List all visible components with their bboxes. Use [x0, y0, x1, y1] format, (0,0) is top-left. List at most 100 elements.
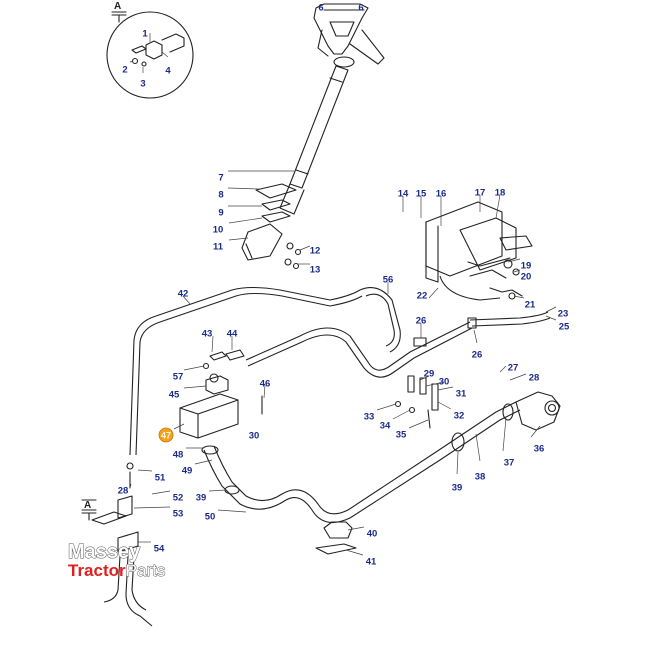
callout-33: 33 [364, 412, 375, 423]
callout-label: 29 [424, 369, 435, 380]
callout-28: 28 [529, 373, 540, 384]
callout-2: 2 [122, 65, 127, 76]
callout-label: 28 [118, 486, 129, 497]
callout-16: 16 [436, 189, 447, 200]
callout-26: 26 [416, 316, 427, 327]
callout-49: 49 [182, 466, 193, 477]
callout-51: 51 [155, 473, 166, 484]
callout-label: 28 [529, 373, 540, 384]
callout-label: 13 [310, 265, 321, 276]
callout-20: 20 [521, 272, 532, 283]
callout-46: 46 [260, 379, 271, 390]
callout-label: 8 [218, 190, 223, 201]
callout-label: 22 [417, 291, 428, 302]
callout-label: 50 [205, 512, 216, 523]
callout-27: 27 [508, 363, 519, 374]
callout-22: 22 [417, 291, 428, 302]
callout-label: 17 [475, 188, 486, 199]
callout-label: 1 [142, 29, 148, 40]
column-base-parts [241, 183, 302, 270]
callout-17: 17 [475, 188, 486, 199]
steering-column [279, 65, 349, 215]
callout-34: 34 [380, 421, 391, 432]
callout-30: 30 [249, 431, 260, 442]
logo-line-2: TractorParts [68, 561, 165, 580]
callout-label: 3 [140, 79, 145, 90]
callout-12: 12 [310, 246, 321, 257]
callout-label: 12 [310, 246, 321, 257]
callout-badge [158, 427, 174, 443]
callout-32: 32 [454, 411, 465, 422]
callout-14: 14 [398, 189, 409, 200]
callout-label: 16 [436, 189, 447, 200]
callout-label: 40 [367, 529, 378, 540]
callout-15: 15 [416, 189, 427, 200]
steering-wheel [313, 3, 385, 68]
column-leaders [227, 170, 311, 265]
lower-left-leaders [129, 469, 171, 543]
suction-hose [201, 401, 521, 524]
callout-41: 41 [366, 557, 377, 568]
callout-label: 36 [534, 444, 545, 455]
callout-48: 48 [173, 450, 184, 461]
callout-label: 20 [521, 272, 532, 283]
callout-label: 44 [227, 329, 238, 340]
callout-label: 43 [202, 329, 213, 340]
callout-37: 37 [504, 458, 515, 469]
lower-left-bracket [81, 462, 153, 627]
callout-11: 11 [213, 242, 224, 253]
pipe-leaders [182, 282, 478, 344]
callout-label: 54 [154, 544, 165, 555]
hydraulic-pump [179, 349, 263, 439]
callout-label: 23 [558, 309, 569, 320]
callout-label: 21 [525, 300, 536, 311]
callout-label: 7 [218, 173, 223, 184]
detail-a-inset [106, 11, 194, 99]
callout-label: 30 [249, 431, 260, 442]
callout-label: 56 [383, 275, 394, 286]
callout-44: 44 [227, 329, 238, 340]
logo-word-tractor: Tractor [68, 561, 126, 580]
callout-label: 6 [318, 3, 323, 14]
callout-45: 45 [169, 390, 180, 401]
callout-label: 39 [452, 483, 463, 494]
callout-label: 38 [475, 472, 486, 483]
section-marker-label-bottom: A [84, 500, 91, 511]
callout-label: 11 [213, 242, 224, 253]
callout-label: 47 [161, 431, 171, 441]
callout-13: 13 [310, 265, 321, 276]
callout-36: 36 [534, 444, 545, 455]
callout-28: 28 [118, 486, 129, 497]
callout-label: 9 [218, 208, 223, 219]
callout-label: 14 [398, 189, 409, 200]
callout-54: 54 [154, 544, 165, 555]
callout-57: 57 [173, 372, 184, 383]
callout-label: 52 [173, 493, 184, 504]
callout-label: 45 [169, 390, 180, 401]
brackets-29-35 [394, 375, 439, 429]
callout-39: 39 [452, 483, 463, 494]
callout-label: 25 [559, 322, 570, 333]
lower-leaders [173, 365, 541, 556]
callout-40: 40 [367, 529, 378, 540]
callout-label: 53 [173, 509, 184, 520]
callout-label: 10 [213, 225, 224, 236]
callout-label: 6 [358, 3, 363, 14]
callout-label: 19 [521, 261, 532, 272]
callout-10: 10 [213, 225, 224, 236]
logo-line-1: Massey [68, 541, 141, 563]
callout-label: 42 [178, 289, 189, 300]
callout-label: 49 [182, 466, 193, 477]
callout-9: 9 [218, 208, 223, 219]
callout-39: 39 [196, 493, 207, 504]
callout-label: 46 [260, 379, 271, 390]
callout-label: 34 [380, 421, 391, 432]
pump-leaders [183, 335, 266, 399]
callout-47: 47 [158, 427, 174, 443]
callout-label: 15 [416, 189, 427, 200]
callout-31: 31 [456, 389, 467, 400]
callout-53: 53 [173, 509, 184, 520]
callout-23: 23 [558, 309, 569, 320]
